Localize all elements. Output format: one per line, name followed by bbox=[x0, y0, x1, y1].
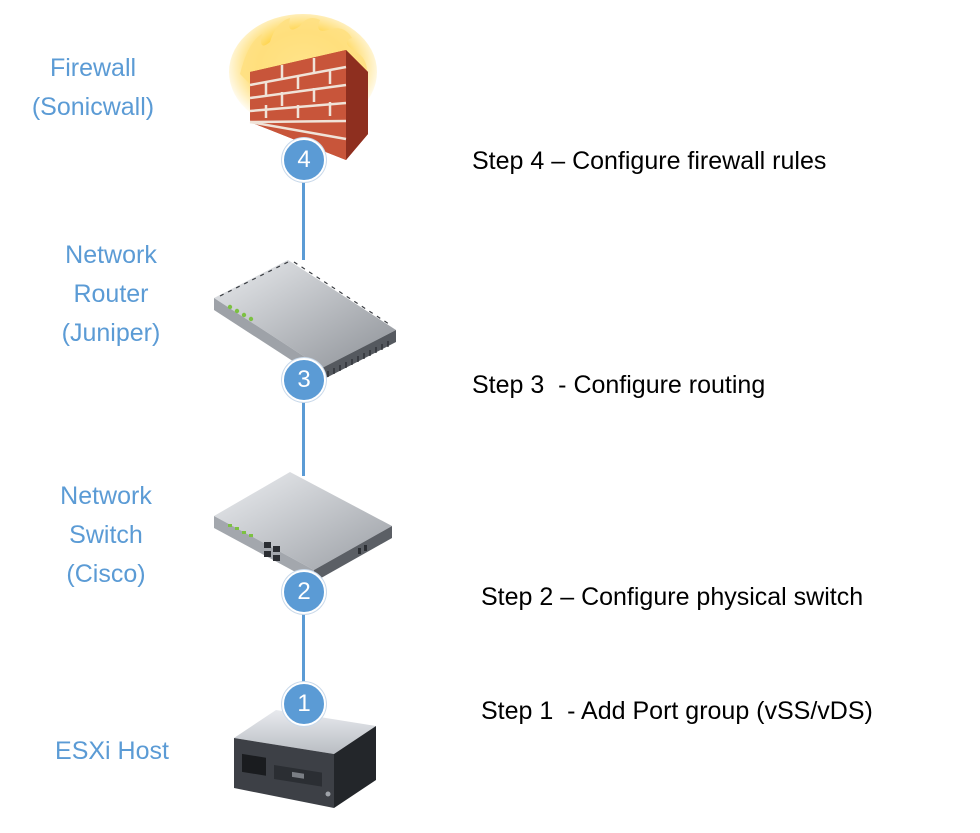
router-label-line-1: Network bbox=[65, 241, 157, 269]
firewall-label-line-1: Firewall bbox=[49, 54, 137, 82]
esxi-label-line-1: ESXi Host bbox=[55, 737, 169, 765]
step-2-text: Step 2 – Configure physical switch bbox=[481, 583, 864, 611]
router-label-line-2: Router bbox=[73, 280, 149, 308]
firewall-label-line-2: (Sonicwall) bbox=[31, 93, 155, 121]
firewall-icon bbox=[229, 14, 377, 160]
switch-label-line-3: (Cisco) bbox=[66, 560, 146, 588]
step-badge-3: 3 bbox=[282, 358, 326, 402]
connector-firewall-router bbox=[302, 180, 305, 260]
switch-label: Network Switch (Cisco) bbox=[6, 477, 206, 594]
step-4-text: Step 4 – Configure firewall rules bbox=[472, 147, 827, 175]
server-icon bbox=[234, 710, 376, 808]
router-label: Network Router (Juniper) bbox=[11, 236, 211, 353]
switch-label-line-1: Network bbox=[60, 482, 152, 510]
step-badge-1: 1 bbox=[282, 682, 326, 726]
step-1-text: Step 1 - Add Port group (vSS/vDS) bbox=[481, 697, 873, 725]
esxi-label: ESXi Host bbox=[12, 732, 212, 771]
step-badge-2: 2 bbox=[282, 570, 326, 614]
switch-label-line-2: Switch bbox=[69, 521, 143, 549]
step-badge-4: 4 bbox=[282, 138, 326, 182]
router-label-line-3: (Juniper) bbox=[61, 319, 161, 347]
step-3-text: Step 3 - Configure routing bbox=[472, 371, 766, 399]
firewall-label: Firewall (Sonicwall) bbox=[0, 49, 193, 127]
switch-icon bbox=[214, 472, 392, 582]
connector-switch-esxi bbox=[302, 612, 305, 687]
connector-router-switch bbox=[302, 398, 305, 476]
